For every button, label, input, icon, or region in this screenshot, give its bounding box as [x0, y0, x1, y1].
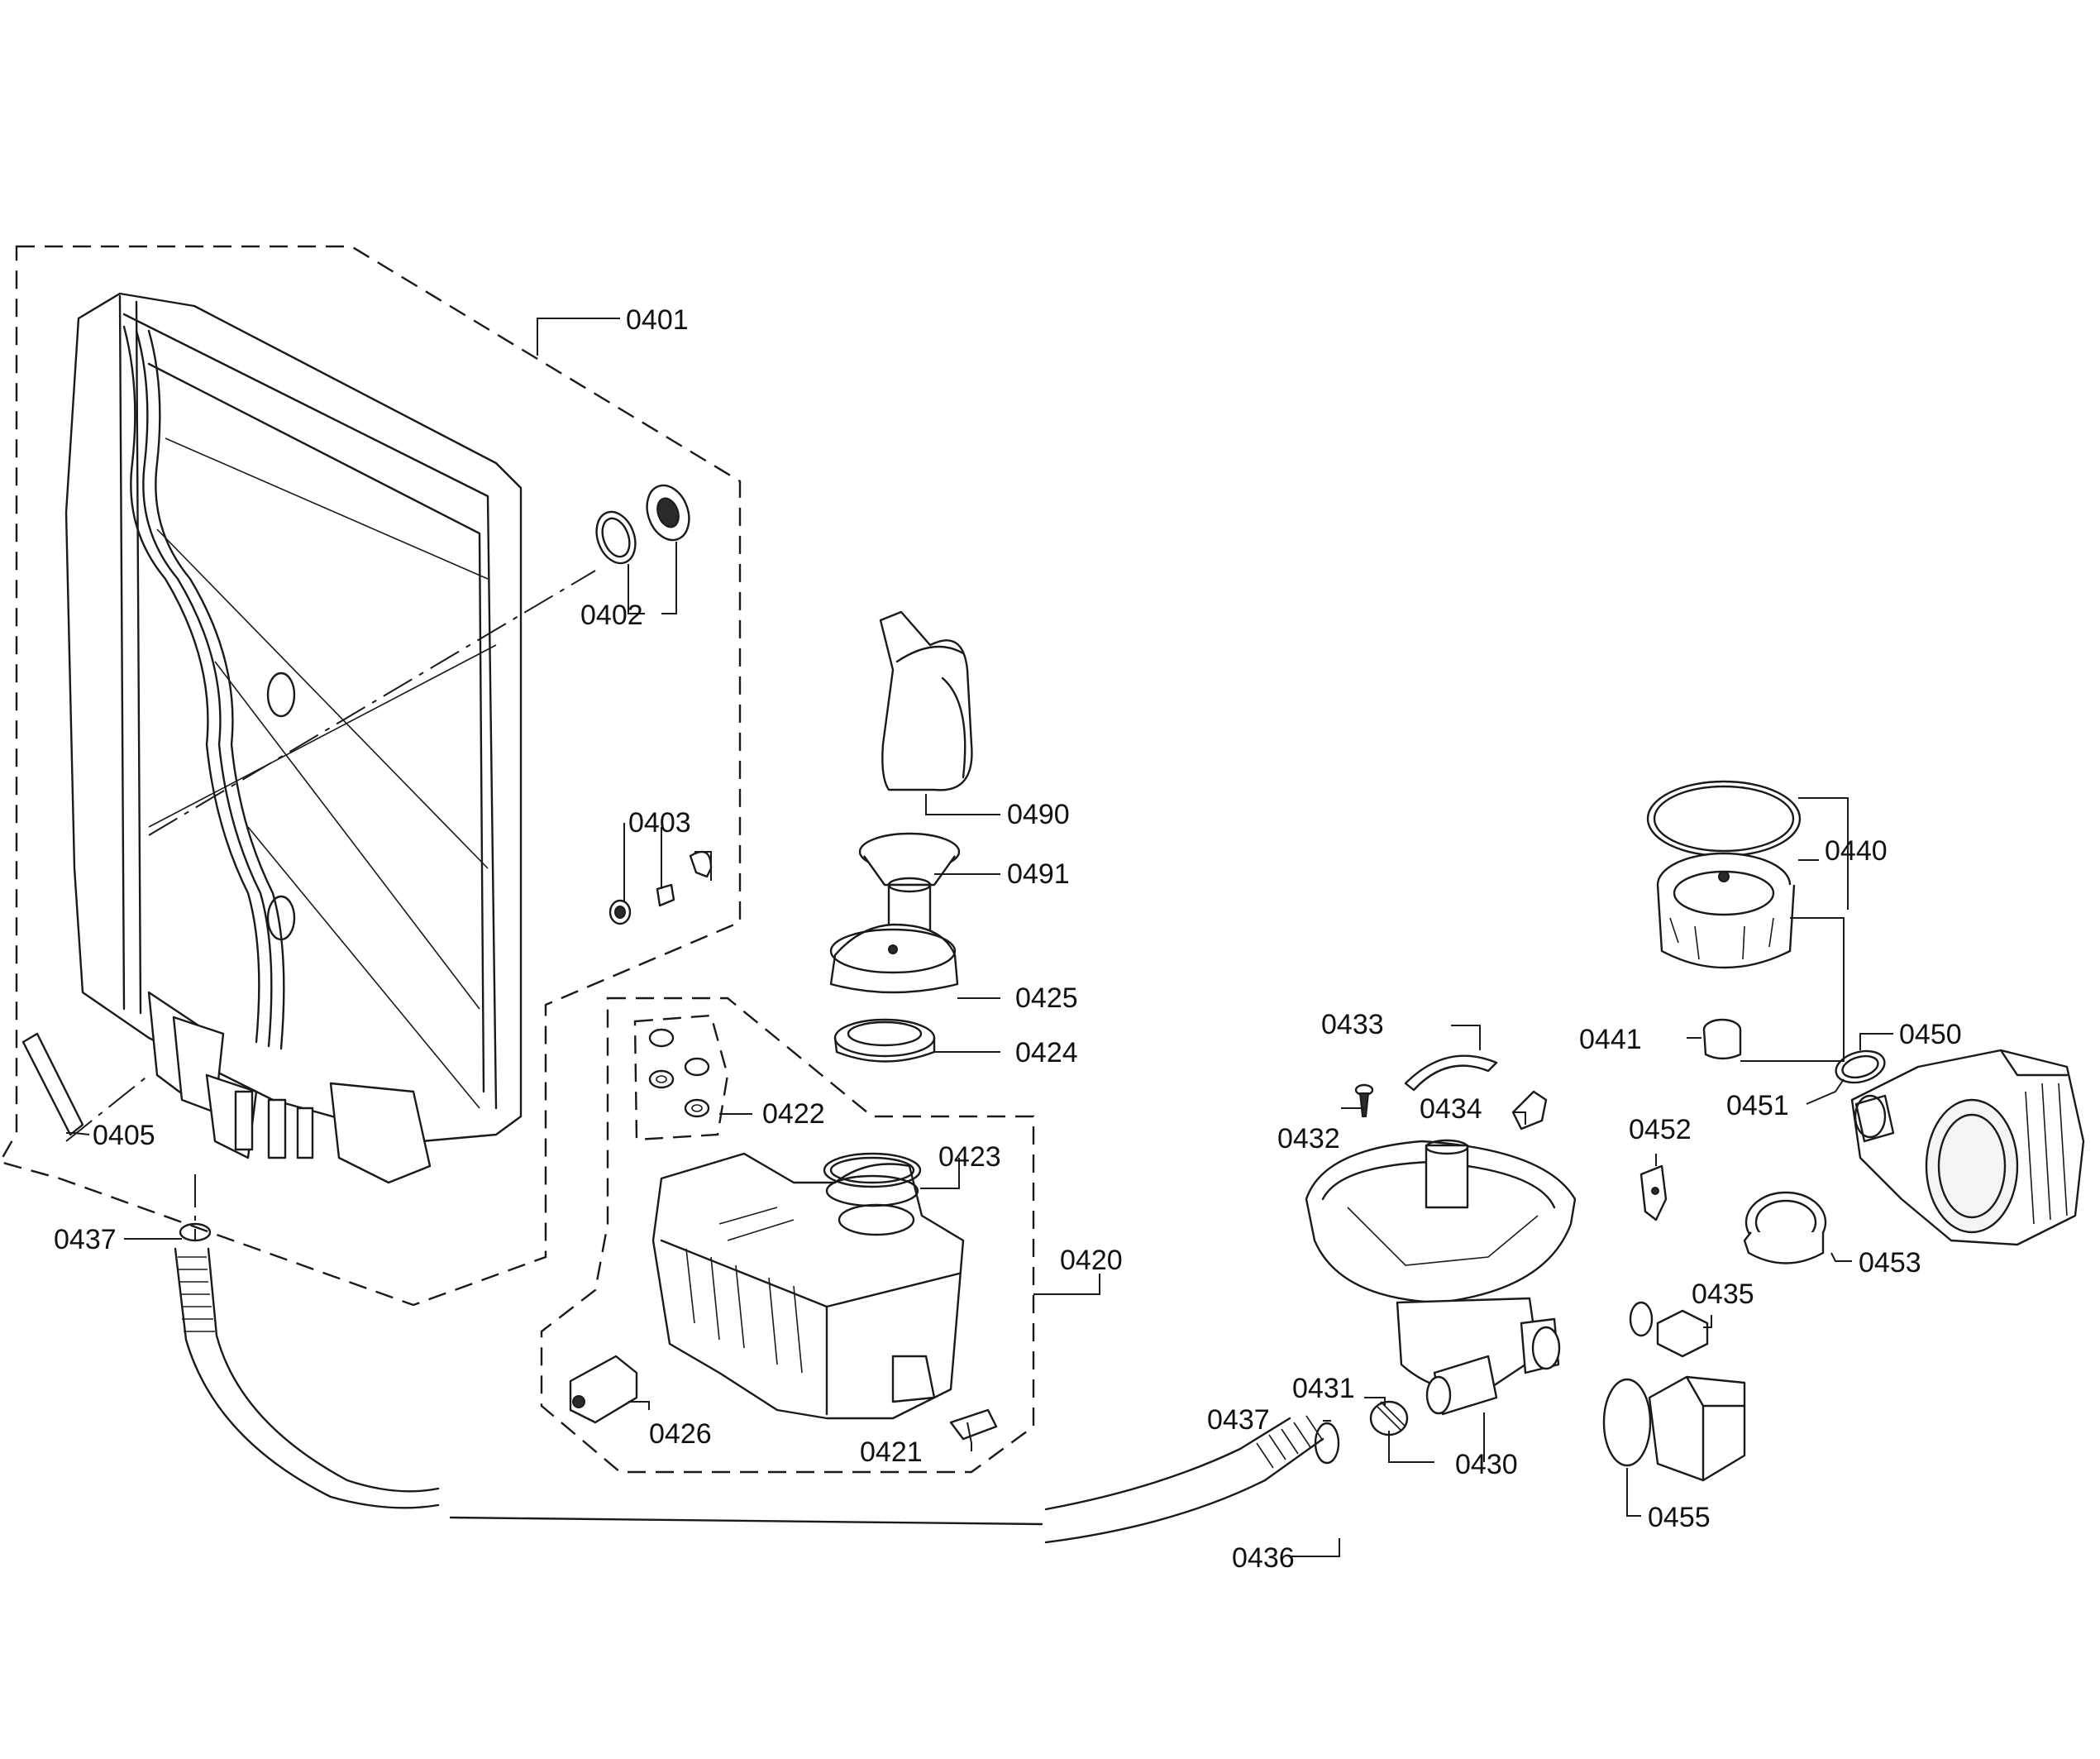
sump-housing-part: [1305, 1139, 1577, 1416]
tub-axis-line-2: [65, 1074, 150, 1142]
sensor-0435-part: [1629, 1301, 1709, 1358]
group-outline-sump-module: [540, 997, 1035, 1474]
label-0452: 0452: [1629, 1114, 1692, 1145]
label-0401: 0401: [626, 304, 689, 336]
screw-0432-part: [1354, 1083, 1374, 1117]
gasket-0423-part: [823, 1152, 922, 1188]
label-0453: 0453: [1859, 1247, 1921, 1279]
label-0430: 0430: [1455, 1449, 1518, 1480]
label-0434: 0434: [1420, 1093, 1482, 1125]
clamp-0433-part: [1404, 1054, 1498, 1092]
tub-panel-part: [64, 292, 523, 1184]
label-0422: 0422: [762, 1098, 825, 1130]
clip-0434-part: [1511, 1090, 1548, 1130]
label-0421: 0421: [860, 1436, 923, 1468]
label-0451: 0451: [1726, 1090, 1789, 1121]
latch-0452-part: [1639, 1164, 1668, 1221]
label-0423: 0423: [938, 1141, 1001, 1173]
label-0490: 0490: [1007, 799, 1070, 830]
pump-0455-part: [1602, 1375, 1746, 1482]
label-0425: 0425: [1015, 982, 1078, 1014]
leader-lines: [66, 318, 1893, 1557]
label-0403: 0403: [628, 807, 691, 839]
cap-part: [829, 923, 959, 994]
pump-0450-part: [1850, 1049, 2085, 1246]
seal-kit-part: [648, 1028, 710, 1118]
label-0450: 0450: [1899, 1019, 1962, 1050]
drain-hose-part: [174, 1247, 1340, 1544]
bracket-part: [21, 1032, 84, 1136]
label-0402: 0402: [580, 600, 643, 631]
label-0431: 0431: [1292, 1373, 1355, 1404]
funnel-part: [858, 832, 961, 932]
valve-0441-part: [1702, 1018, 1742, 1060]
label-0437-left: 0437: [54, 1224, 117, 1255]
connector-0431-part: [1369, 1400, 1409, 1436]
label-0420: 0420: [1060, 1245, 1123, 1276]
label-0440-top: 0440: [1825, 835, 1888, 867]
label-0432: 0432: [1277, 1123, 1340, 1154]
label-0455: 0455: [1648, 1502, 1711, 1533]
label-0436: 0436: [1232, 1542, 1295, 1574]
fitting-parts: [609, 850, 713, 925]
tub-axis-line: [148, 570, 596, 836]
heater-housing-0440-part: [1656, 852, 1796, 969]
sump-assembly-part: [651, 1152, 965, 1420]
label-0405: 0405: [93, 1120, 155, 1151]
sensor-0426-part: [569, 1355, 638, 1424]
clip-0421-part: [949, 1408, 998, 1441]
label-0424: 0424: [1015, 1037, 1078, 1068]
label-0441: 0441: [1579, 1024, 1642, 1055]
group-outline-seal-kit: [633, 1014, 729, 1141]
label-0437-right: 0437: [1207, 1404, 1270, 1436]
label-0491: 0491: [1007, 858, 1070, 890]
clamp-0451-part: [1835, 1049, 1886, 1084]
label-0433: 0433: [1321, 1009, 1384, 1040]
seal-ring-part: [595, 484, 690, 565]
cover-part: [879, 610, 973, 791]
group-outline-tub: [0, 245, 742, 1307]
gasket-0440-part: [1646, 780, 1802, 858]
ring-nut-part: [833, 1018, 936, 1063]
seal-0453-part: [1743, 1191, 1827, 1264]
label-0426: 0426: [649, 1418, 712, 1450]
label-0435: 0435: [1692, 1279, 1754, 1310]
